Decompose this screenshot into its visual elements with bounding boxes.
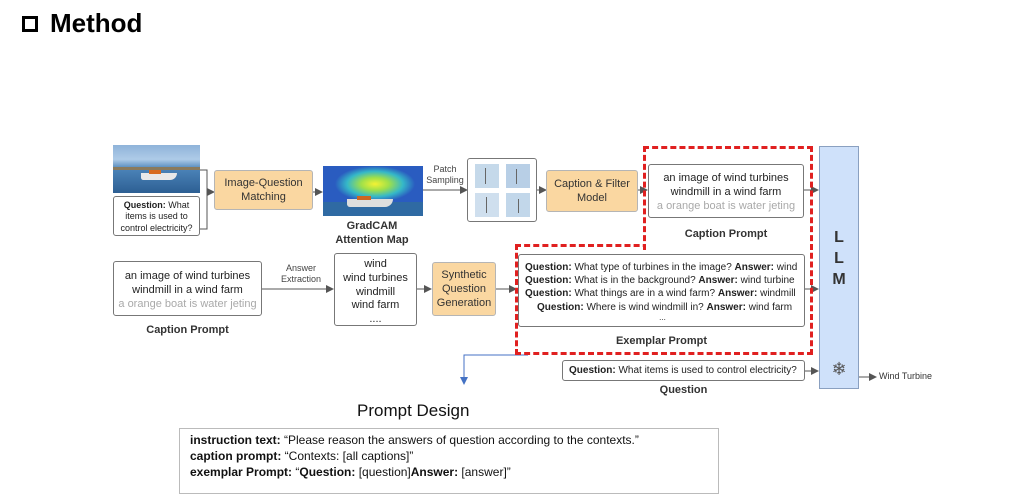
- caption-prompt-left-label: Caption Prompt: [146, 324, 229, 336]
- answers-box: wind wind turbines windmill wind farm ..…: [334, 253, 417, 326]
- output-label: Wind Turbine: [879, 371, 933, 381]
- checkbox-square-icon: [22, 15, 38, 32]
- q-label: Question:: [525, 275, 572, 287]
- llm-letter: L: [834, 229, 844, 246]
- answer-item: wind turbines: [343, 271, 408, 284]
- answer-item: windmill: [355, 285, 396, 298]
- a-label: Answer:: [698, 275, 738, 287]
- exemplar-prompt-label: Exemplar Prompt: [615, 335, 708, 347]
- q-text: What is in the background?: [574, 275, 696, 287]
- caption-line-2: windmill in a wind farm: [670, 185, 782, 198]
- pd-a-val: [answer]”: [458, 464, 511, 479]
- pd-q-val: [question]: [355, 464, 411, 479]
- caption-line-2: windmill in a wind farm: [132, 283, 243, 296]
- synthetic-question-generation-block: Synthetic Question Generation: [432, 262, 496, 316]
- pd-key: exemplar Prompt:: [190, 464, 293, 479]
- question-box: Question: What items is used to control …: [562, 360, 805, 381]
- question-label: Question: [659, 384, 708, 396]
- caption-line-3: a orange boat is water jeting: [656, 199, 796, 212]
- prompt-design-title: Prompt Design: [357, 401, 470, 420]
- matching-label: Image-Question Matching: [224, 176, 303, 203]
- pd-value: “Contexts: [all captions]”: [281, 448, 414, 463]
- answer-extraction-label: Answer Extraction: [280, 263, 322, 285]
- answer-item: ....: [369, 313, 382, 325]
- dashed-mask: [646, 241, 810, 247]
- q-label: Question:: [525, 262, 572, 273]
- q-text: What type of turbines in the image?: [574, 262, 732, 273]
- llm-letter: M: [832, 270, 846, 288]
- a-text: wind farm: [748, 301, 793, 313]
- q-text: Where is wind windmill in?: [586, 301, 704, 313]
- snowflake-icon: ❄: [831, 359, 847, 379]
- prompt-design-line: caption prompt: “Contexts: [all captions…: [190, 449, 708, 465]
- caption-filter-label: Caption & Filter Model: [554, 177, 630, 204]
- exemplar-row: Question: Where is wind windmill in? Ans…: [525, 301, 800, 314]
- a-text: wind turbine: [740, 275, 795, 287]
- caption-filter-model-block: Caption & Filter Model: [546, 170, 638, 212]
- caption-line-3: a orange boat is water jeting: [118, 297, 257, 310]
- gradcam-image: [323, 166, 423, 216]
- pd-value: “: [292, 464, 300, 479]
- question-label: Question:: [123, 200, 166, 210]
- llm-letter: L: [834, 249, 844, 267]
- boat-image: [113, 145, 200, 193]
- llm-block: [819, 146, 859, 389]
- pd-q-key: Question:: [299, 464, 356, 479]
- patch-sampling-label: Patch Sampling: [426, 164, 464, 186]
- prompt-design-line: exemplar Prompt: “Question: [question]An…: [190, 465, 708, 481]
- answer-item: wind farm: [351, 299, 400, 312]
- caption-prompt-top-label: Caption Prompt: [684, 228, 768, 240]
- synthetic-label: Synthetic Question Generation: [436, 268, 492, 310]
- page-title: Method: [22, 8, 142, 39]
- caption-line-1: an image of wind turbines: [124, 270, 251, 282]
- image-question-matching-block: Image-Question Matching: [214, 170, 313, 210]
- answer-item: wind: [364, 258, 387, 270]
- question-box-label: Question:: [569, 365, 616, 376]
- exemplar-row: Question: What things are in a wind farm…: [525, 287, 800, 300]
- caption-prompt-dashed-region: [643, 146, 813, 250]
- caption-prompt-box-left: an image of wind turbines windmill in a …: [113, 261, 262, 316]
- input-question-box: Question: What items is used to control …: [113, 196, 200, 236]
- a-label: Answer:: [717, 288, 758, 300]
- pd-value: “Please reason the answers of question a…: [280, 433, 639, 447]
- pd-key: caption prompt:: [190, 448, 282, 463]
- patch-grid: [467, 158, 537, 222]
- q-label: Question:: [525, 288, 572, 300]
- pd-key: instruction text:: [190, 433, 281, 447]
- question-text: What items is used to control electricit…: [120, 200, 193, 233]
- q-label: Question:: [537, 301, 584, 313]
- exemplar-row: Question: What type of turbines in the i…: [525, 261, 800, 274]
- prompt-design-line: instruction text: “Please reason the ans…: [190, 433, 708, 449]
- a-label: Answer:: [734, 262, 774, 273]
- a-label: Answer:: [706, 301, 746, 313]
- exemplar-row: Question: What is in the background? Ans…: [525, 274, 800, 287]
- page-title-text: Method: [50, 8, 143, 38]
- question-box-text: What items is used to control electricit…: [618, 365, 797, 376]
- q-text: What things are in a wind farm?: [574, 288, 716, 300]
- llm-label: L L M: [819, 228, 859, 290]
- a-text: windmill: [760, 288, 796, 300]
- caption-prompt-box-top: an image of wind turbines windmill in a …: [648, 164, 804, 218]
- a-text: wind: [776, 262, 798, 273]
- gradcam-caption: GradCAM Attention Map: [335, 220, 409, 246]
- exemplar-ellipsis: ...: [659, 312, 666, 322]
- pd-a-key: Answer:: [410, 464, 459, 479]
- caption-line-1: an image of wind turbines: [663, 172, 789, 184]
- exemplar-prompt-box: Question: What type of turbines in the i…: [518, 254, 805, 327]
- prompt-design-box: instruction text: “Please reason the ans…: [179, 428, 719, 494]
